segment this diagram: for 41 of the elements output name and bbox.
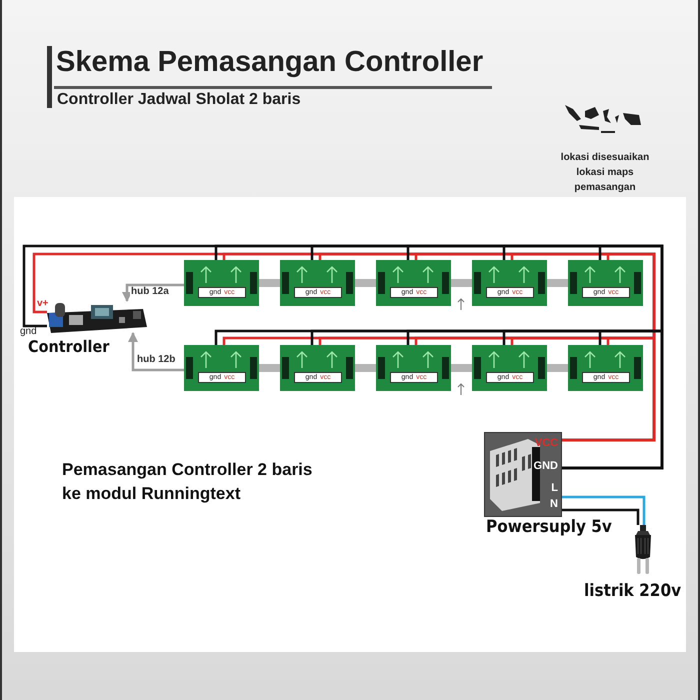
note-text: Pemasangan Controller 2 baris ke modul Runningtext [62,459,314,505]
terminal-label: N [550,499,558,510]
power-wire [562,496,646,525]
led-module [184,345,259,391]
subtitle: Controller Jadwal Sholat 2 baris [57,92,301,108]
led-module [472,260,547,306]
controller-board [47,301,147,333]
led-module [280,345,355,391]
power-wire [562,508,640,525]
led-module [280,260,355,306]
ribbon-cable [451,279,472,287]
data-cable [122,284,184,302]
node-caption: listrik 220v [584,583,682,600]
ribbon-cable [259,364,280,372]
power-wire [562,336,656,442]
power-supply [484,432,562,517]
ribbon-cable [355,279,376,287]
map-caption: lokasi disesuaikan lokasi maps pemasangan [560,151,650,195]
edge-label: hub 12a [130,287,170,297]
title: Skema Pemasangan Controller [56,48,484,77]
led-module [376,260,451,306]
node-caption: Controller [28,339,110,355]
pin-label: gnd [20,327,37,337]
ribbon-cable [547,279,568,287]
led-module [568,345,643,391]
node-caption: Powersuply 5v [486,519,612,536]
led-module [184,260,259,306]
power-wire [562,330,664,470]
terminal-label: GND [534,461,558,472]
terminal-label: VCC [534,438,558,449]
data-cable [128,332,184,372]
ribbon-cable [355,364,376,372]
edge-label: hub 12b [136,355,176,365]
ribbon-cable [451,364,472,372]
led-module [472,345,547,391]
terminal-label: L [551,483,558,494]
ribbon-cable [547,364,568,372]
ribbon-cable [259,279,280,287]
pin-label: v+ [37,299,48,309]
led-module [568,260,643,306]
led-module [376,345,451,391]
